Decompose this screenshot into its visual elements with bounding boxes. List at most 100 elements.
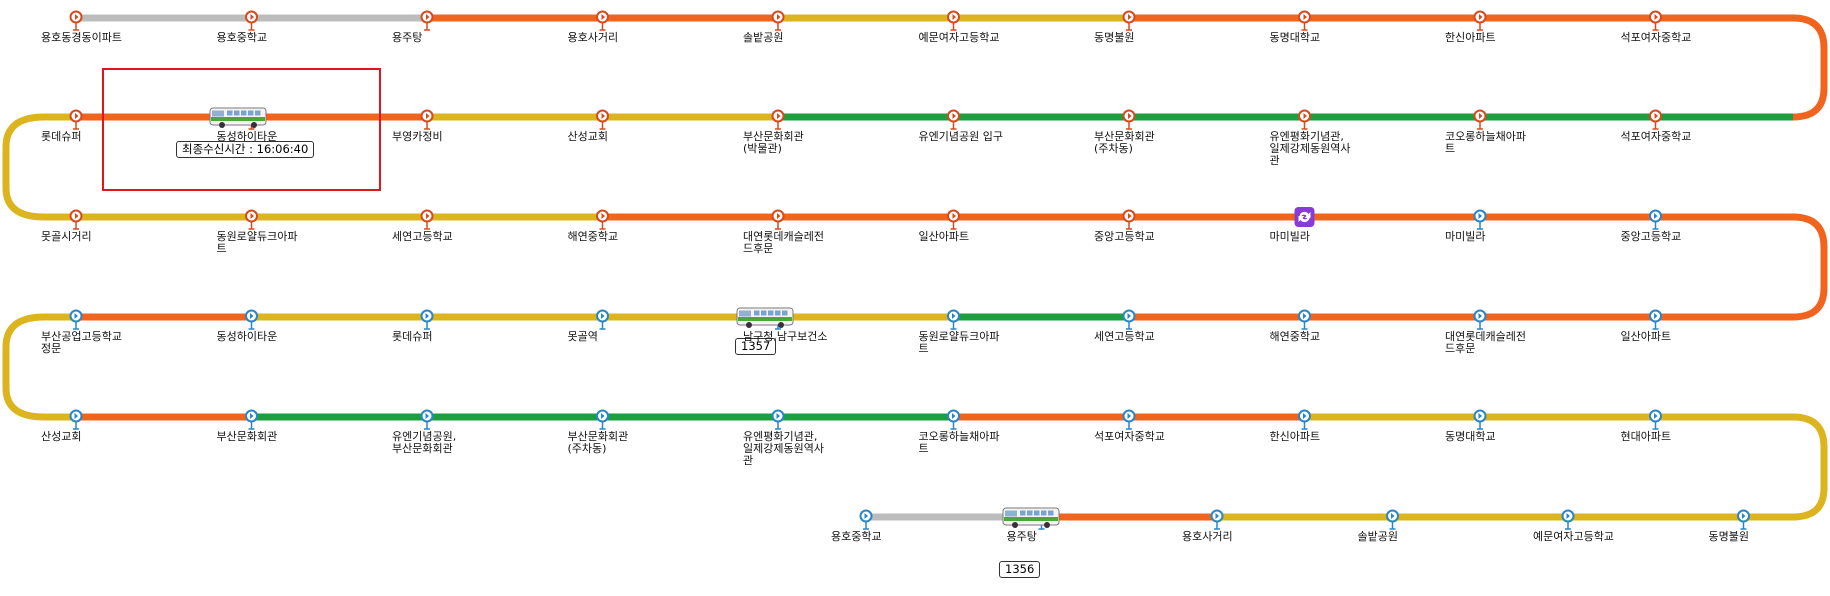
stop-marker-blue-icon[interactable] bbox=[420, 409, 434, 430]
stop-marker-red-icon[interactable] bbox=[420, 109, 434, 130]
stop-label[interactable]: 동성하이타운 bbox=[216, 130, 278, 143]
stop-marker-blue-icon[interactable] bbox=[1298, 409, 1311, 430]
stop-label[interactable]: 석포여자중학교 bbox=[1620, 130, 1692, 143]
stop-label[interactable]: 예문여자고등학교 bbox=[918, 31, 1000, 44]
stop-label[interactable]: 롯데슈퍼 bbox=[392, 330, 433, 343]
stop-label[interactable]: 동원로얄듀크아파트 bbox=[918, 330, 1000, 355]
stop-label[interactable]: 용호중학교 bbox=[216, 31, 268, 44]
stop-label[interactable]: 부산공업고등학교정문 bbox=[41, 330, 122, 355]
stop-label[interactable]: 한신아파트 bbox=[1445, 31, 1496, 44]
stop-label[interactable]: 대연롯데캐슬레전드후문 bbox=[1445, 330, 1526, 355]
stop-label[interactable]: 산성교회 bbox=[41, 430, 82, 443]
stop-label[interactable]: 부산문화회관 bbox=[216, 430, 278, 443]
stop-label[interactable]: 못골역 bbox=[567, 330, 598, 343]
stop-marker-red-icon[interactable] bbox=[1473, 109, 1487, 130]
stop-marker-red-icon[interactable] bbox=[69, 209, 83, 230]
stop-marker-red-icon[interactable] bbox=[1122, 209, 1136, 230]
stop-label[interactable]: 동명불원 bbox=[1094, 31, 1135, 44]
stop-label[interactable]: 용호동경동이파트 bbox=[41, 31, 122, 44]
stop-label[interactable]: 일산아파트 bbox=[918, 230, 970, 243]
stop-label[interactable]: 부산문화회관(박물관) bbox=[743, 130, 804, 155]
stop-marker-blue-icon[interactable] bbox=[1561, 509, 1575, 530]
stop-label[interactable]: 마미빌라 bbox=[1269, 230, 1310, 243]
stop-label[interactable]: 롯데슈퍼 bbox=[41, 130, 82, 143]
stop-marker-blue-icon[interactable] bbox=[1298, 309, 1311, 330]
stop-label[interactable]: 유엔평화기념관,일제강제동원역사관 bbox=[743, 430, 824, 467]
stop-label[interactable]: 부산문화회관(주차동) bbox=[1094, 130, 1155, 155]
stop-label[interactable]: 동명대학교 bbox=[1445, 430, 1496, 443]
stop-marker-red-icon[interactable] bbox=[947, 209, 960, 230]
stop-label[interactable]: 부영카정비 bbox=[392, 130, 443, 143]
stop-label[interactable]: 한신아파트 bbox=[1269, 430, 1321, 443]
stop-label[interactable]: 해연중학교 bbox=[567, 230, 619, 243]
bus-number-tag[interactable]: 1357 bbox=[735, 338, 777, 355]
stop-marker-blue-icon[interactable] bbox=[245, 309, 258, 330]
stop-marker-red-icon[interactable] bbox=[1649, 10, 1662, 31]
stop-marker-blue-icon[interactable] bbox=[596, 309, 609, 330]
stop-marker-red-icon[interactable] bbox=[771, 209, 785, 230]
stop-marker-blue-icon[interactable] bbox=[1649, 209, 1662, 230]
stop-marker-red-icon[interactable] bbox=[947, 109, 960, 130]
stop-marker-red-icon[interactable] bbox=[771, 109, 785, 130]
stop-marker-blue-icon[interactable] bbox=[596, 409, 609, 430]
bus-info-tag[interactable]: 최종수신시간 : 16:06:40 bbox=[176, 141, 315, 158]
turnaround-icon[interactable] bbox=[1294, 207, 1315, 227]
stop-marker-blue-icon[interactable] bbox=[1473, 209, 1487, 230]
stop-marker-blue-icon[interactable] bbox=[69, 409, 83, 430]
stop-marker-blue-icon[interactable] bbox=[1649, 309, 1662, 330]
stop-label[interactable]: 용호사거리 bbox=[567, 31, 619, 44]
stop-label[interactable]: 유엔평화기념관,일제강제동원역사관 bbox=[1269, 130, 1351, 167]
stop-marker-red-icon[interactable] bbox=[69, 109, 83, 130]
stop-label[interactable]: 현대아파트 bbox=[1620, 430, 1672, 443]
stop-label[interactable]: 용호중학교 bbox=[831, 530, 882, 543]
stop-label[interactable]: 코오롱하늘채아파트 bbox=[1445, 130, 1526, 155]
stop-marker-blue-icon[interactable] bbox=[1386, 509, 1399, 530]
stop-marker-red-icon[interactable] bbox=[245, 10, 258, 31]
stop-label[interactable]: 산성교회 bbox=[567, 130, 608, 143]
stop-marker-red-icon[interactable] bbox=[1122, 10, 1136, 31]
stop-marker-red-icon[interactable] bbox=[1298, 10, 1311, 31]
stop-marker-blue-icon[interactable] bbox=[69, 309, 83, 330]
stop-marker-blue-icon[interactable] bbox=[1210, 509, 1224, 530]
stop-marker-blue-icon[interactable] bbox=[420, 309, 434, 330]
stop-label[interactable]: 용주탕 bbox=[1006, 530, 1037, 543]
stop-label[interactable]: 솔밭공원 bbox=[743, 31, 784, 44]
stop-label[interactable]: 동명불원 bbox=[1708, 530, 1749, 543]
stop-marker-red-icon[interactable] bbox=[245, 209, 258, 230]
stop-marker-blue-icon[interactable] bbox=[1122, 409, 1136, 430]
stop-marker-blue-icon[interactable] bbox=[947, 309, 960, 330]
stop-marker-blue-icon[interactable] bbox=[771, 409, 785, 430]
stop-label[interactable]: 코오롱하늘채아파트 bbox=[918, 430, 1000, 455]
stop-label[interactable]: 중앙고등학교 bbox=[1620, 230, 1682, 243]
stop-label[interactable]: 동명대학교 bbox=[1269, 31, 1321, 44]
bus-icon[interactable] bbox=[736, 307, 794, 328]
stop-label[interactable]: 유엔기념공원 입구 bbox=[918, 130, 1003, 143]
stop-label[interactable]: 못골시거리 bbox=[41, 230, 92, 243]
stop-label[interactable]: 솔밭공원 bbox=[1357, 530, 1398, 543]
stop-label[interactable]: 남구청,남구보건소 bbox=[743, 330, 828, 343]
stop-marker-blue-icon[interactable] bbox=[1473, 309, 1487, 330]
stop-marker-red-icon[interactable] bbox=[1473, 10, 1487, 31]
stop-label[interactable]: 유엔기념공원, 부산문화회관 bbox=[392, 430, 457, 455]
stop-label[interactable]: 동원로얄듀크아파트 bbox=[216, 230, 298, 255]
bus-number-tag[interactable]: 1356 bbox=[999, 561, 1041, 578]
stop-marker-red-icon[interactable] bbox=[596, 10, 609, 31]
stop-label[interactable]: 동성하이타운 bbox=[216, 330, 278, 343]
stop-marker-blue-icon[interactable] bbox=[1122, 309, 1136, 330]
stop-marker-red-icon[interactable] bbox=[596, 209, 609, 230]
stop-label[interactable]: 석포여자중학교 bbox=[1094, 430, 1165, 443]
stop-marker-red-icon[interactable] bbox=[947, 10, 960, 31]
stop-marker-red-icon[interactable] bbox=[596, 109, 609, 130]
stop-marker-blue-icon[interactable] bbox=[1473, 409, 1487, 430]
stop-label[interactable]: 용호사거리 bbox=[1182, 530, 1233, 543]
stop-marker-blue-icon[interactable] bbox=[245, 409, 258, 430]
stop-label[interactable]: 대연롯데캐슬레전드후문 bbox=[743, 230, 824, 255]
stop-marker-red-icon[interactable] bbox=[420, 209, 434, 230]
stop-label[interactable]: 일산아파트 bbox=[1620, 330, 1672, 343]
stop-label[interactable]: 부산문화회관(주차동) bbox=[567, 430, 629, 455]
stop-marker-blue-icon[interactable] bbox=[1649, 409, 1662, 430]
stop-label[interactable]: 해연중학교 bbox=[1269, 330, 1321, 343]
stop-marker-red-icon[interactable] bbox=[1122, 109, 1136, 130]
stop-marker-red-icon[interactable] bbox=[1298, 109, 1311, 130]
stop-label[interactable]: 마미빌라 bbox=[1445, 230, 1486, 243]
